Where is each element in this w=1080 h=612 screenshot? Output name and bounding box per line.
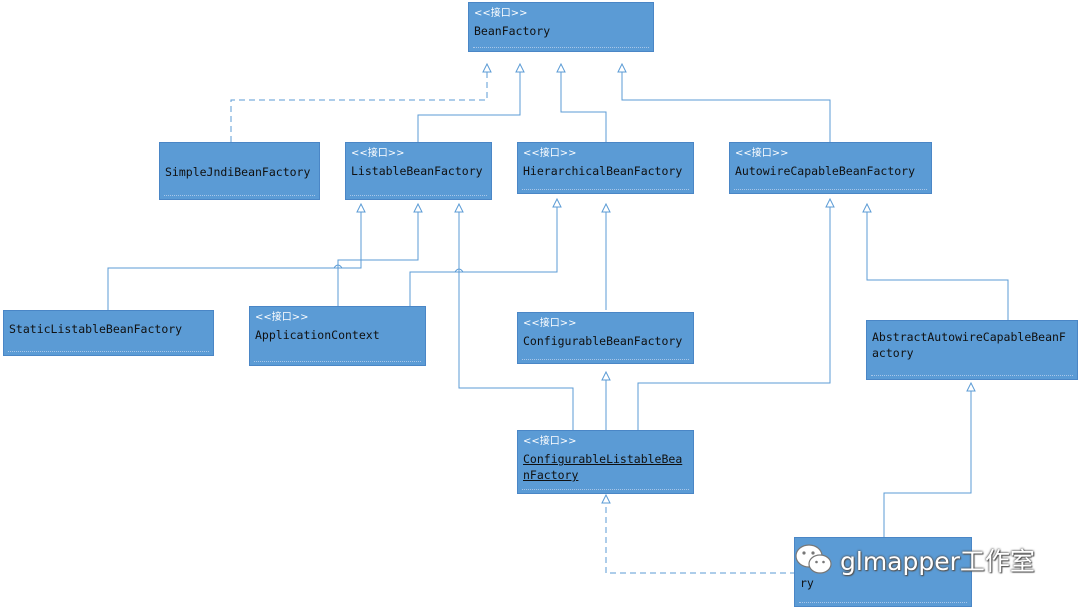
arrowhead (515, 62, 525, 73)
separator (350, 195, 487, 196)
arrowhead (552, 197, 562, 208)
separator (473, 47, 649, 48)
stereotype-label: <<接口>> (351, 148, 405, 159)
node-simplejndibeanfactory[interactable]: SimpleJndiBeanFactory (159, 142, 320, 200)
wechat-icon (795, 544, 832, 574)
arrowhead (825, 197, 835, 208)
node-name: ConfigurableBeanFactory (523, 334, 683, 348)
arrowhead (601, 202, 611, 213)
edge-configlistable-to-autowire (637, 199, 831, 430)
node-staticlistablebeanfactory[interactable]: StaticListableBeanFactory (3, 310, 214, 356)
separator (164, 195, 315, 196)
watermark: glmapper工作室 (794, 538, 1035, 582)
node-listablebeanfactory[interactable]: <<接口>> ListableBeanFactory (345, 142, 492, 200)
edge-autowire-to-beanfactory (621, 64, 831, 142)
separator (871, 375, 1073, 376)
separator (8, 351, 209, 352)
arrowhead (413, 202, 423, 213)
arrowhead (601, 370, 611, 381)
node-name: SimpleJndiBeanFactory (165, 165, 311, 179)
stereotype-label: <<接口>> (523, 148, 577, 159)
separator (522, 189, 689, 190)
edge-defaultlistable-to-configlistable (605, 495, 796, 574)
edge-staticlistable-to-listable (107, 204, 362, 310)
node-hierarchicalbeanfactory[interactable]: <<接口>> HierarchicalBeanFactory (517, 142, 694, 194)
node-name: ConfigurableListableBeanFactory (523, 452, 683, 482)
separator (522, 489, 689, 490)
stereotype-label: <<接口>> (523, 436, 577, 447)
stereotype-label: <<接口>> (474, 8, 528, 19)
arrowhead (601, 493, 611, 504)
stereotype-label: <<接口>> (255, 312, 309, 323)
node-name: AutowireCapableBeanFactory (735, 164, 916, 178)
stereotype-label: <<接口>> (735, 148, 789, 159)
arrowhead (454, 202, 464, 213)
separator (254, 361, 421, 362)
node-name: ListableBeanFactory (351, 164, 483, 178)
edge-simplejndi-to-beanfactory (230, 64, 488, 142)
node-name: AbstractAutowireCapableBeanFactory (872, 330, 1066, 360)
arrowhead (556, 62, 566, 73)
edge-appcontext-to-listable (337, 204, 419, 306)
node-name: StaticListableBeanFactory (9, 322, 183, 336)
node-beanfactory[interactable]: <<接口>> BeanFactory (468, 2, 654, 52)
separator (734, 189, 927, 190)
edge-listable-to-beanfactory (417, 64, 521, 142)
node-name: ApplicationContext (255, 328, 380, 342)
arrowhead (356, 202, 366, 213)
watermark-text: glmapper工作室 (840, 547, 1035, 576)
node-name: ry (800, 576, 814, 590)
node-abstractautowirecapablebeanfactory[interactable]: AbstractAutowireCapableBeanFactory (866, 320, 1078, 380)
edge-appcontext-to-hierarchical (409, 199, 558, 306)
arrowhead (617, 62, 627, 73)
stereotype-label: <<接口>> (523, 318, 577, 329)
node-autowirecapablebeanfactory[interactable]: <<接口>> AutowireCapableBeanFactory (729, 142, 932, 194)
edge-abstractautowire-to-autowire (866, 204, 1009, 320)
arrowhead (862, 202, 872, 213)
line-hop (454, 268, 464, 273)
line-hop (333, 264, 343, 269)
arrowhead (966, 381, 976, 392)
node-configurablebeanfactory[interactable]: <<接口>> ConfigurableBeanFactory (517, 312, 694, 364)
node-name: HierarchicalBeanFactory (523, 164, 683, 178)
edge-defaultlistable-to-abstractautowire (883, 383, 972, 537)
node-applicationcontext[interactable]: <<接口>> ApplicationContext (249, 306, 426, 366)
separator (799, 602, 967, 603)
arrowhead (482, 62, 492, 73)
edge-configlistable-to-listable (458, 204, 574, 430)
node-name: BeanFactory (474, 24, 551, 38)
separator (522, 359, 689, 360)
node-configurablelistablebeanfactory[interactable]: <<接口>> ConfigurableListableBeanFactory (517, 430, 694, 494)
edge-hierarchical-to-beanfactory (560, 64, 607, 142)
